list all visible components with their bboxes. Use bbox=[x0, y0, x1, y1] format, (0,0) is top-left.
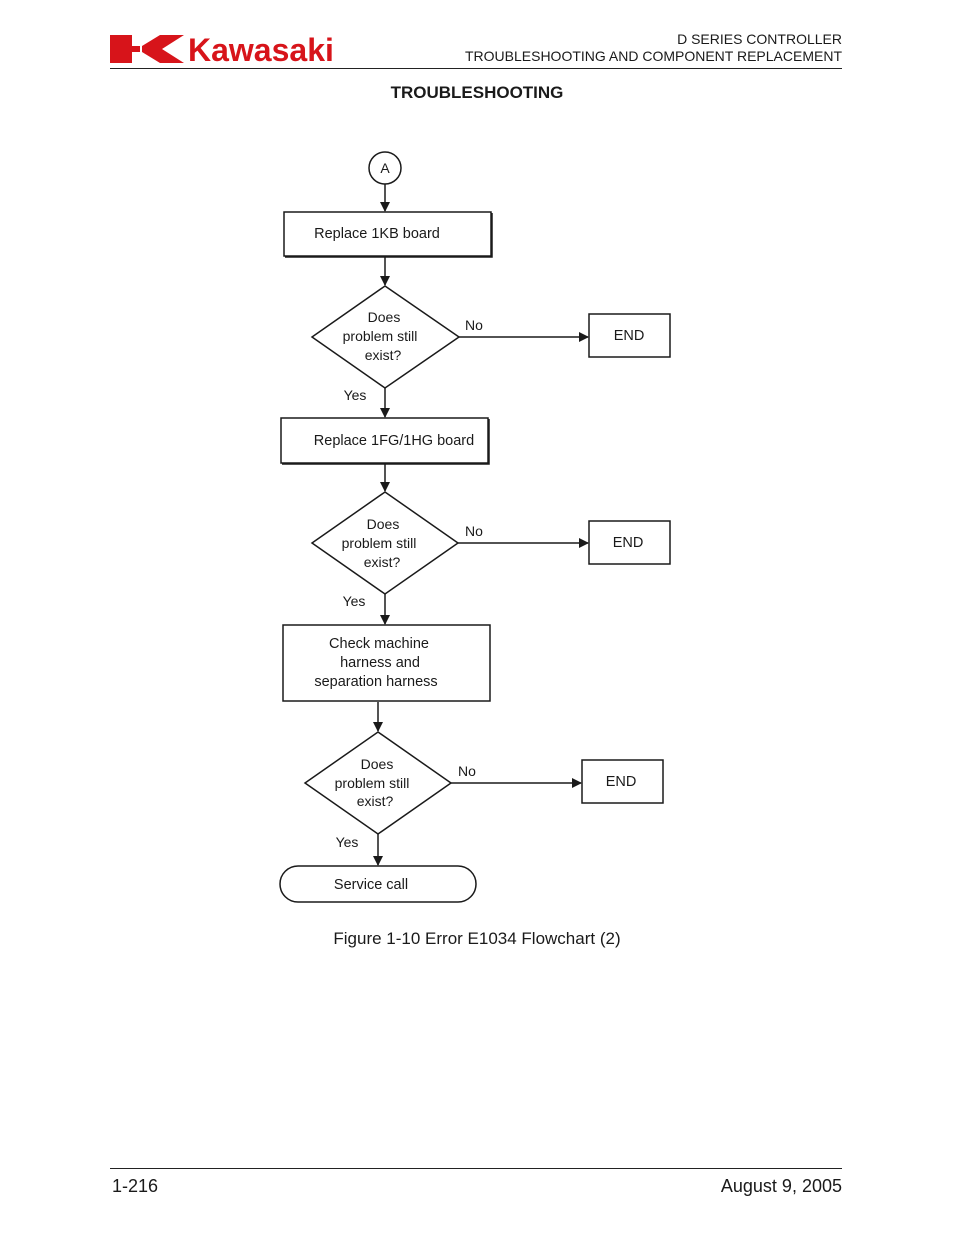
logo-wordmark: Kawasaki bbox=[188, 34, 334, 64]
decision1-line1: Does bbox=[368, 309, 401, 325]
end1-label: END bbox=[614, 328, 645, 344]
end2-label: END bbox=[613, 535, 644, 551]
end3-label: END bbox=[606, 774, 637, 790]
step-replace-1kb bbox=[283, 211, 492, 257]
step3-line3: separation harness bbox=[314, 674, 437, 690]
decision2-line3: exist? bbox=[364, 554, 401, 570]
decision1-line2: problem still bbox=[343, 328, 418, 344]
decision3-line3: exist? bbox=[357, 793, 394, 809]
header-rule bbox=[110, 68, 842, 69]
decision1-yes-label: Yes bbox=[344, 387, 367, 403]
connector-label: A bbox=[380, 160, 390, 176]
end-box-2 bbox=[588, 520, 671, 565]
decision1-no-label: No bbox=[465, 317, 483, 333]
step2-label: Replace 1FG/1HG board bbox=[314, 433, 474, 449]
decision3-line1: Does bbox=[361, 756, 394, 772]
section-title: TROUBLESHOOTING bbox=[390, 83, 564, 102]
decision3-line2: problem still bbox=[335, 775, 410, 791]
footer-date: August 9, 2005 bbox=[720, 1176, 842, 1196]
decision3-yes-label: Yes bbox=[336, 834, 359, 850]
decision3-no-label: No bbox=[458, 763, 476, 779]
terminal-label: Service call bbox=[334, 877, 408, 893]
step3-line1: Check machine bbox=[329, 636, 429, 652]
decision1-line3: exist? bbox=[365, 347, 402, 363]
step-check-harness bbox=[282, 624, 491, 702]
terminal-service-call bbox=[279, 865, 477, 903]
kawasaki-logo: Kawasaki bbox=[110, 34, 334, 64]
decision2-no-label: No bbox=[465, 523, 483, 539]
header-series: D SERIES CONTROLLER bbox=[677, 31, 842, 47]
figure-caption: Figure 1-10 Error E1034 Flowchart (2) bbox=[333, 929, 621, 948]
step1-label: Replace 1KB board bbox=[314, 226, 440, 242]
step-replace-1fg-1hg bbox=[280, 417, 489, 464]
page-number: 1-216 bbox=[112, 1176, 159, 1196]
decision2-yes-label: Yes bbox=[343, 593, 366, 609]
end-box-1 bbox=[588, 313, 671, 358]
decision2-line2: problem still bbox=[342, 535, 417, 551]
footer-rule bbox=[110, 1168, 842, 1169]
end-box-3 bbox=[581, 759, 664, 804]
header-subtitle: TROUBLESHOOTING AND COMPONENT REPLACEMEN… bbox=[464, 48, 842, 64]
step3-line2: harness and bbox=[340, 655, 420, 671]
decision2-line1: Does bbox=[367, 516, 400, 532]
